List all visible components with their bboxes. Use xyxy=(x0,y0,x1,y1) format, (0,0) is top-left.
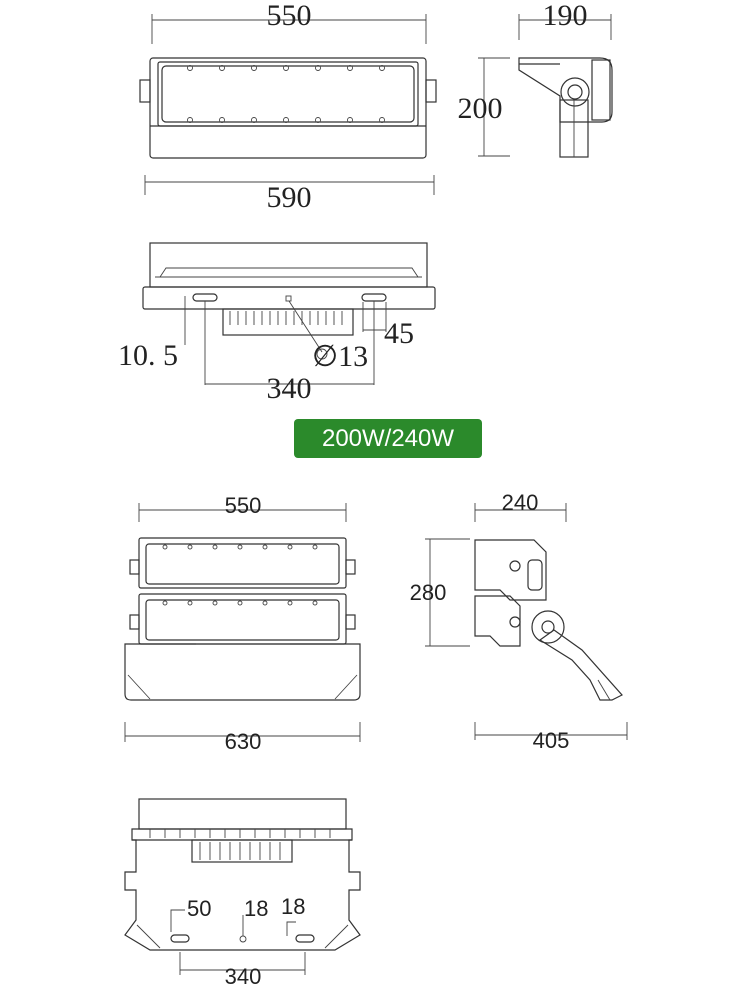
dim-hole-13: ∅13 xyxy=(312,340,368,373)
dim-reach-405: 405 xyxy=(533,728,570,753)
dim-mount-340: 340 xyxy=(267,372,312,405)
wattage-badge: 200W/240W xyxy=(294,419,482,458)
dim-mount-340-b: 340 xyxy=(225,964,262,989)
dim-left-50: 50 xyxy=(187,896,211,921)
dim-offset-10-5: 10. 5 xyxy=(118,339,178,372)
dim-height-280: 280 xyxy=(410,580,447,605)
bottom-side-view: 240 280 405 xyxy=(410,490,628,753)
bottom-back-view: 50 18 18 340 xyxy=(124,798,361,989)
dim-width-550: 550 xyxy=(267,0,312,32)
dim-width-590: 590 xyxy=(267,181,312,214)
dim-right-18: 18 xyxy=(281,894,305,919)
dim-depth-240: 240 xyxy=(502,490,539,515)
dim-center-18: 18 xyxy=(244,896,268,921)
top-side-view: 190 200 xyxy=(458,0,613,158)
top-front-view: 550 590 xyxy=(139,0,437,214)
dim-width-630: 630 xyxy=(225,729,262,754)
dim-width-550-b: 550 xyxy=(225,493,262,518)
top-back-view: 10. 5 45 ∅13 340 xyxy=(118,242,436,405)
dim-depth-190: 190 xyxy=(543,0,588,32)
bottom-front-view: 550 630 xyxy=(124,493,361,754)
dim-slot-45: 45 xyxy=(384,317,414,350)
dim-height-200: 200 xyxy=(458,92,503,125)
